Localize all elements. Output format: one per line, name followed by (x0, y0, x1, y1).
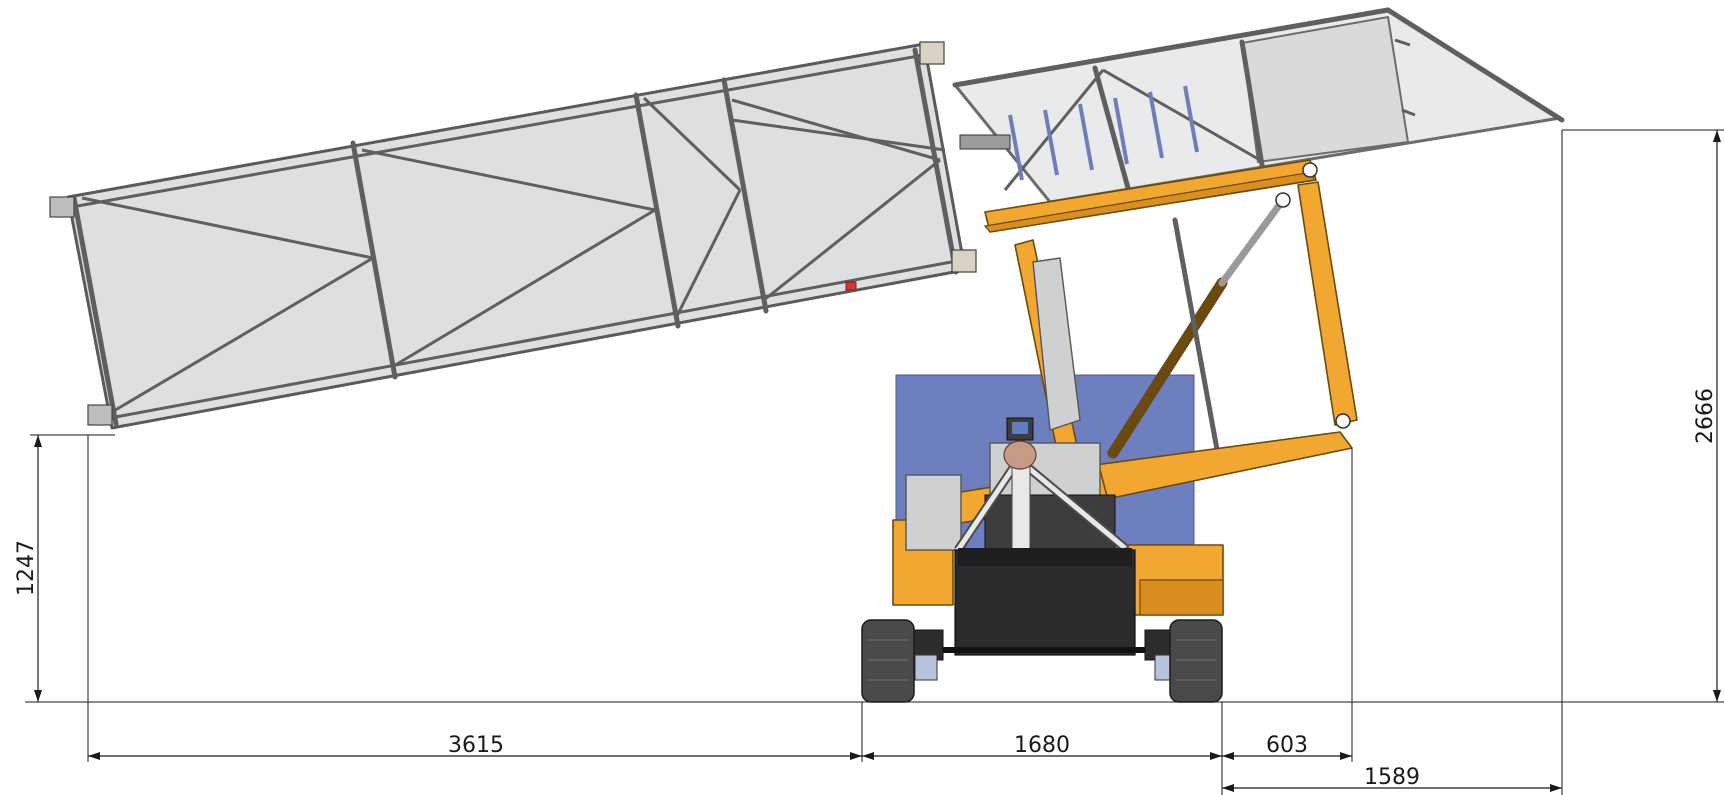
dim-label-left-overhang: 3615 (448, 733, 504, 758)
dim-label-right-short: 603 (1266, 733, 1308, 758)
a-frame-left-inner (955, 463, 1018, 552)
support-strut (1172, 217, 1221, 458)
dim-label-base: 1680 (1014, 733, 1070, 758)
right-wheel (1169, 619, 1223, 703)
chassis-body (954, 549, 1136, 656)
chassis-belt (958, 548, 1132, 566)
a-frame-right-inner (1023, 463, 1127, 550)
dim-label-height-low: 1247 (14, 540, 39, 596)
dim-label-right-long: 1589 (1364, 765, 1420, 790)
cylinder-top-pin (1275, 192, 1291, 208)
right-vertical-arm (1297, 181, 1358, 426)
beacon-lens (1012, 422, 1028, 434)
upper-truss-frame (952, 7, 1565, 204)
hub-left (914, 654, 938, 681)
jib-boom-underside (983, 171, 1315, 233)
center-post (1011, 464, 1031, 551)
hydraulic-cylinder-rod (1218, 196, 1287, 287)
counterweight-plate (1032, 257, 1081, 431)
main-truss-frame (49, 41, 977, 430)
beacon-base (1003, 440, 1037, 470)
right-step (1139, 579, 1224, 616)
hydraulic-cylinder-barrel (1107, 277, 1228, 459)
left-wheel (861, 619, 915, 703)
jib-pivot-pin (1302, 162, 1318, 178)
dim-label-height-high: 2666 (1693, 388, 1718, 444)
left-control-box (905, 474, 962, 551)
right-arm-pin (1335, 413, 1351, 429)
